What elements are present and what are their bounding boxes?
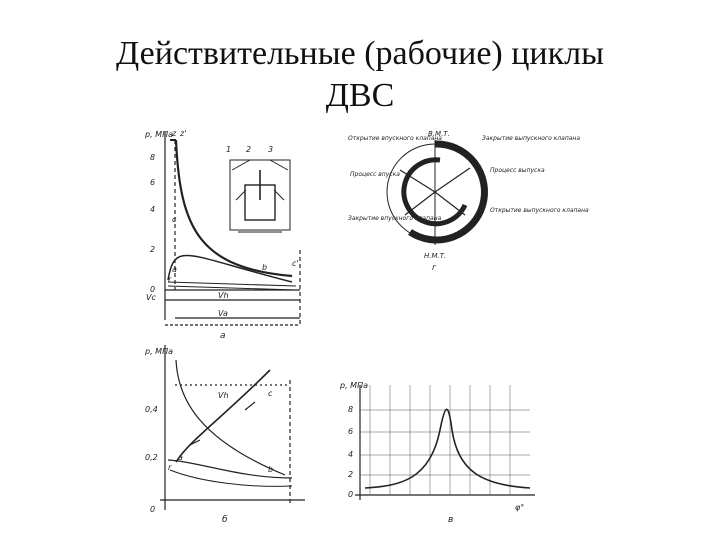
fig-a-engine-inset [229,159,291,233]
fig-d-caption: в [448,515,453,525]
fig-a-point-label: z' [179,129,186,138]
fig-a-inset-label: 3 [268,145,273,154]
fig-b-y-tick: 0,2 [145,453,158,462]
figure-d [355,385,535,500]
fig-c-exhaust-arc [408,140,488,244]
fig-a-inset-label: 1 [226,145,231,154]
fig-a-y-tick: 8 [150,153,155,162]
fig-a-point-label: c' [292,259,299,268]
fig-b-caption: б [222,515,228,525]
fig-d-y-tick: 8 [348,405,353,414]
fig-b-y-tick: 0 [150,505,155,514]
fig-a-vol-label: Va [218,309,228,318]
fig-a-point-label: b [262,263,267,272]
fig-c-caption: г [432,263,437,272]
fig-a-inset-label: 2 [246,145,251,154]
fig-d-x-axis-label: φ° [515,503,524,512]
fig-a-caption: а [220,331,226,341]
fig-a-expansion-curve [174,139,293,278]
fig-a-point-label: z [171,129,177,138]
fig-b-point-label: c [268,389,273,398]
fig-b-point-label: r [168,463,172,472]
fig-a-y-tick: 2 [150,245,155,254]
fig-a-compression-curve [167,254,293,283]
fig-a-point-label: a [172,265,177,274]
fig-c-label: Закрытие впускного клапана [348,215,442,222]
fig-d-y-tick: 2 [348,470,353,479]
fig-a-y-axis-label: p, МПа [144,130,173,139]
fig-c-label: Закрытие выпускного клапана [482,135,580,142]
slide-title-line2: ДВС [325,77,395,114]
fig-c-label: Н.М.Т. [424,252,446,260]
fig-d-y-tick: 4 [348,450,353,459]
fig-a-y-tick: 4 [150,205,155,214]
fig-a-point-label: r [168,275,172,284]
figure-c [386,140,488,245]
figure-b [160,345,305,510]
fig-a-y-tick: 6 [150,178,155,187]
fig-c-label: Процесс выпуска [490,167,545,174]
fig-b-point-label: a [178,453,183,462]
fig-c-label: Открытие выпускного клапана [490,207,589,214]
fig-a-point-label: c [172,215,177,224]
fig-c-label: Открытие впускного клапана [348,135,442,142]
fig-b-vol-label: Vh [218,391,229,400]
fig-d-y-tick: 0 [348,490,353,499]
fig-a-y-tick: 0 [150,285,155,294]
slide-title-line1: Действительные (рабочие) циклы [116,35,604,72]
fig-b-y-axis-label: p, МПа [144,347,173,356]
fig-c-intake-arc [401,157,468,227]
fig-a-vol-label: Vc [146,293,156,302]
fig-d-pressure-curve [364,408,531,489]
figure-a [164,132,301,326]
fig-b-point-label: b [268,465,273,474]
fig-c-label: Процесс впуска [350,171,400,178]
fig-d-y-axis-label: p, МПа [339,381,368,390]
fig-b-y-tick: 0,4 [145,405,158,414]
fig-c-label: В.М.Т. [428,130,450,138]
fig-d-y-tick: 6 [348,427,353,436]
fig-a-vol-label: Vh [218,291,229,300]
